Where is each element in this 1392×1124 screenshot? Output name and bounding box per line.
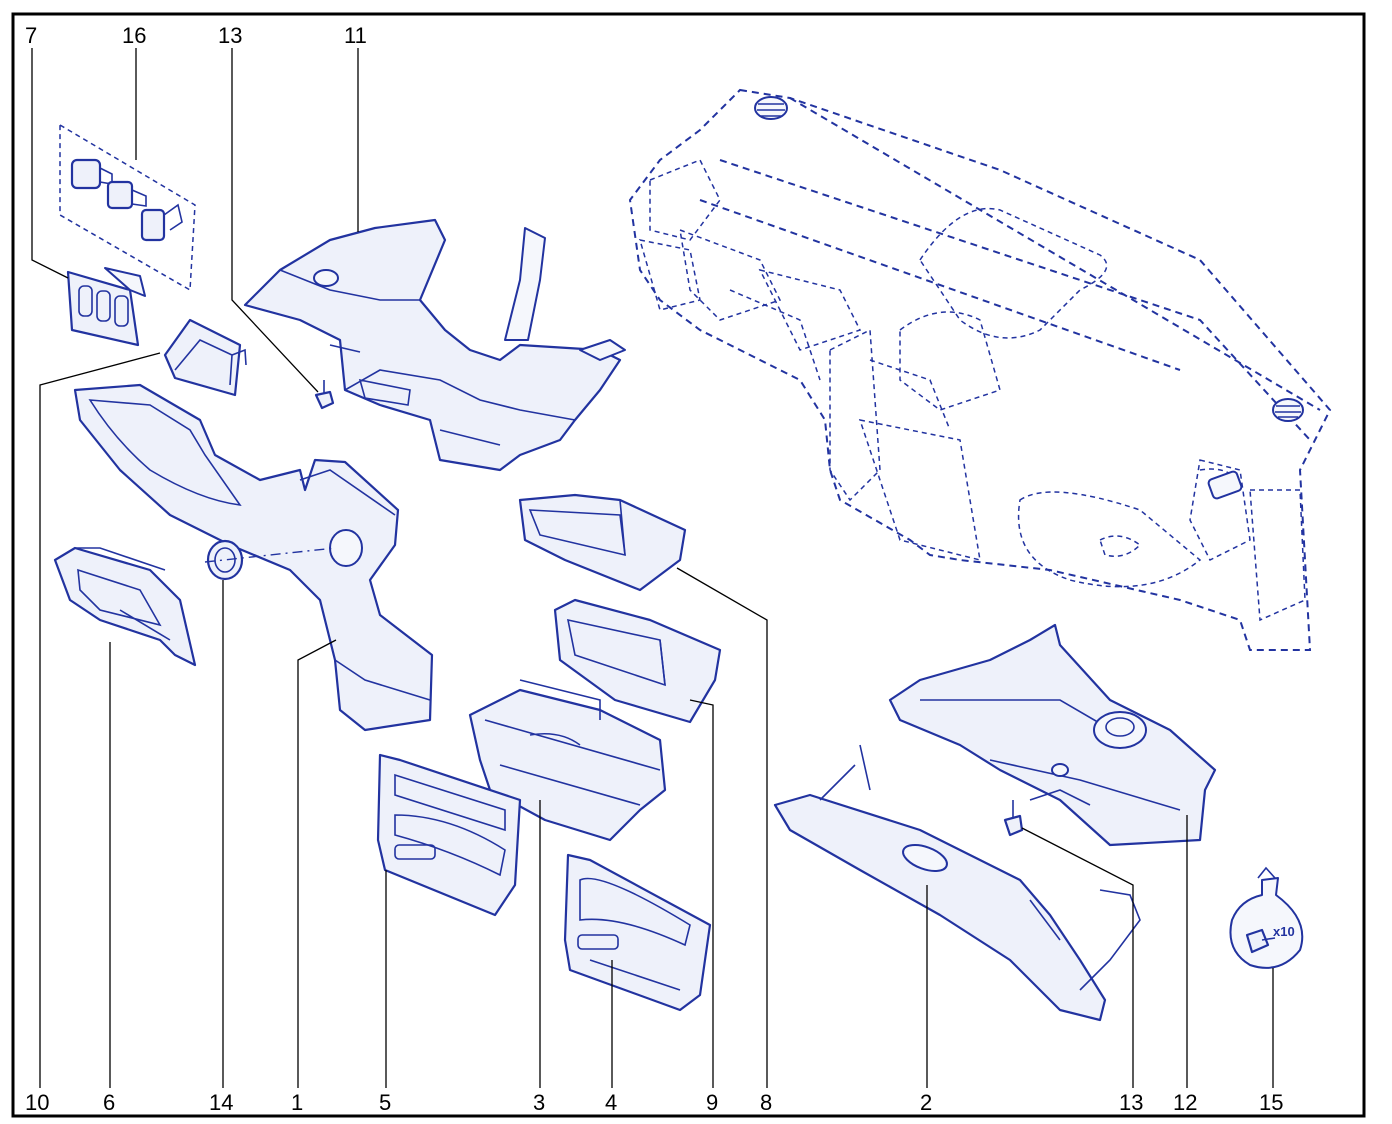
part-9-storage-pocket	[553, 598, 722, 724]
bag-quantity-label: x10	[1273, 924, 1295, 939]
callout-8: 8	[760, 1090, 772, 1115]
part-6-vent-housing	[53, 546, 197, 667]
callout-3: 3	[533, 1090, 545, 1115]
callout-2: 2	[920, 1090, 932, 1115]
speaker-grille-left	[754, 96, 788, 120]
callout-13-top: 13	[218, 23, 242, 48]
callout-1: 1	[291, 1090, 303, 1115]
part-13-clip-top	[314, 380, 335, 410]
part-8-storage-pocket	[518, 493, 687, 592]
callout-15: 15	[1259, 1090, 1283, 1115]
leader-lines	[31, 48, 1274, 1088]
part-5-center-panel	[376, 753, 522, 917]
callout-10: 10	[25, 1090, 49, 1115]
part-4-center-panel-lower	[563, 853, 712, 1012]
callout-13-bottom: 13	[1119, 1090, 1143, 1115]
callout-12: 12	[1173, 1090, 1197, 1115]
callout-6: 6	[103, 1090, 115, 1115]
part-16-switch-clips	[59, 123, 196, 292]
part-15-fastener-bag: x10	[1229, 866, 1304, 969]
callout-14: 14	[209, 1090, 233, 1115]
part-11-lower-trim-panel	[243, 218, 626, 472]
part-13-clip-bottom	[1003, 800, 1024, 837]
callout-16: 16	[122, 23, 146, 48]
callout-5: 5	[379, 1090, 391, 1115]
part-2-glovebox-door	[773, 744, 1141, 1022]
speaker-grille-right	[1272, 398, 1304, 422]
callout-7: 7	[25, 23, 37, 48]
callout-labels: 7 16 13 11 10 6 14 1 5 3 4 9 8 2 13 12 1…	[25, 23, 1283, 1115]
callout-9: 9	[706, 1090, 718, 1115]
part-14-knob	[204, 539, 336, 581]
callout-11: 11	[344, 23, 367, 48]
dashboard-outline	[628, 88, 1332, 651]
part-10-storage-tray	[163, 318, 247, 397]
part-12-glovebox-upper	[888, 623, 1217, 847]
callout-4: 4	[605, 1090, 617, 1115]
part-7-switch-panel	[66, 267, 146, 347]
